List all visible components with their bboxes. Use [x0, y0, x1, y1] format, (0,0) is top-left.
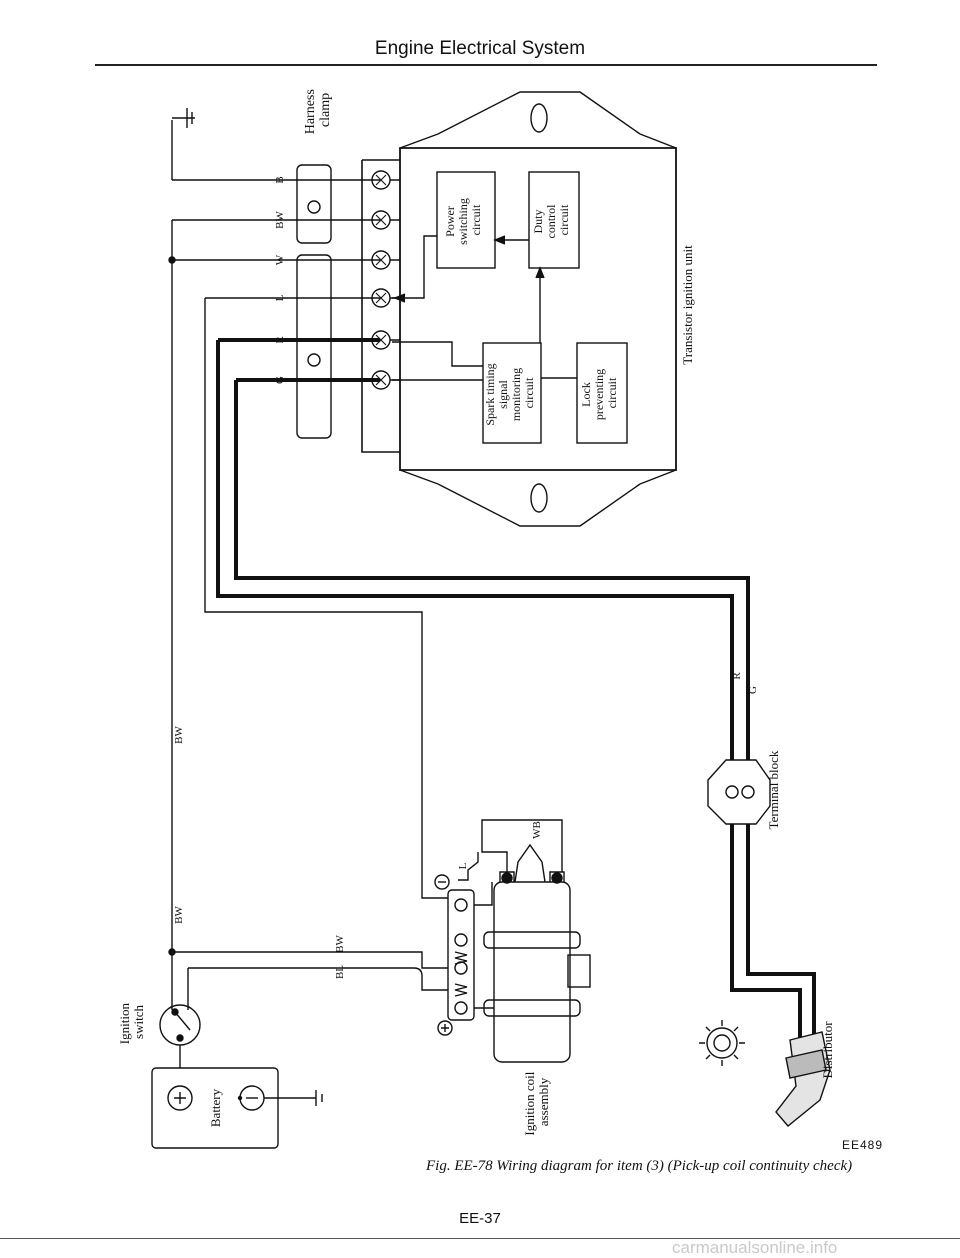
harness-clamp-lower — [296, 254, 332, 439]
clamp-bolt-lower — [307, 353, 321, 367]
wire-code-w: W — [274, 254, 286, 265]
wire-code-bw: BW — [274, 211, 286, 229]
watermark: carmanualsonline.info — [672, 1238, 838, 1257]
wire-code-bw-lower: BW — [173, 906, 185, 924]
harness-clamp-upper — [296, 164, 332, 244]
block-lock-preventing — [576, 342, 628, 444]
wire-code-g: G — [274, 376, 286, 384]
clamp-bolt-upper — [307, 200, 321, 214]
ground-top — [172, 108, 195, 128]
unit-connector-box — [361, 159, 400, 453]
harness-clamp-label: Harness clamp — [303, 86, 333, 135]
wire-code-r: R — [274, 336, 286, 344]
block-duty-label: Duty control circuit — [531, 202, 571, 239]
page-header: Engine Electrical System — [374, 38, 586, 59]
transistor-ignition-unit — [399, 91, 677, 527]
battery-minus-symbol: − — [252, 1117, 253, 1118]
wire-wb — [481, 819, 563, 872]
figure-code: EE489 — [842, 1138, 884, 1152]
wire-bw-coil — [172, 951, 448, 969]
battery-label: Battery — [208, 1088, 223, 1127]
ignition-switch-label: Ignition switch — [117, 1000, 146, 1044]
transistor-unit-label: Transistor ignition unit — [680, 245, 695, 365]
figure-caption: Fig. EE-78 Wiring diagram for item (3) (… — [426, 1158, 853, 1174]
wiring-diagram: Power switching circuit Duty control cir… — [117, 86, 835, 1149]
ignition-switch — [159, 1004, 201, 1068]
terminal-block — [707, 759, 771, 825]
distributor-label: Distributor — [820, 1021, 835, 1079]
wire-code-tb-g: G — [747, 686, 759, 694]
wire-bl-coil — [188, 967, 448, 991]
wire-code-b: B — [274, 176, 286, 183]
footer-rule — [0, 1238, 960, 1239]
coil-terminal-strip — [447, 852, 494, 1021]
coil-minus-terminal — [434, 874, 450, 890]
wire-r-route — [216, 340, 734, 760]
coil-plus-terminal — [437, 1020, 453, 1036]
block-duty-control — [528, 171, 580, 269]
wire-l-route — [204, 298, 448, 899]
wire-code-l: L — [274, 294, 286, 301]
block-power-switching — [436, 171, 496, 269]
header-rule — [95, 64, 877, 66]
mount-hole-bottom — [530, 483, 548, 513]
block-power-label: Power switching circuit — [443, 195, 483, 245]
distributor — [699, 1020, 831, 1127]
wire-g-to-distributor — [746, 824, 816, 1060]
wire-code-tb-r: R — [731, 672, 743, 680]
battery — [151, 1067, 323, 1149]
wire-code-coil-bw: BW — [334, 935, 346, 953]
ignition-coil — [481, 819, 591, 1063]
wire-g-route — [234, 380, 750, 760]
ignition-coil-label: Ignition coil assembly — [522, 1068, 551, 1135]
page-number: EE-37 — [459, 1210, 501, 1227]
battery-plus-symbol: + — [180, 1117, 181, 1118]
block-spark-timing — [482, 342, 542, 444]
wire-code-coil-bl: BL — [334, 965, 346, 979]
wire-code-coil-wb: WB — [531, 821, 543, 839]
terminal-block-label: Terminal block — [766, 750, 781, 829]
block-spark-label: Spark timing signal monitoring circuit — [483, 360, 536, 425]
wire-code-bw-upper: BW — [173, 726, 185, 744]
wire-r-to-distributor — [730, 824, 802, 1060]
wire-code-coil-l: L — [457, 862, 469, 869]
block-lock-label: Lock preventing circuit — [579, 366, 619, 420]
mount-hole-top — [530, 103, 548, 133]
